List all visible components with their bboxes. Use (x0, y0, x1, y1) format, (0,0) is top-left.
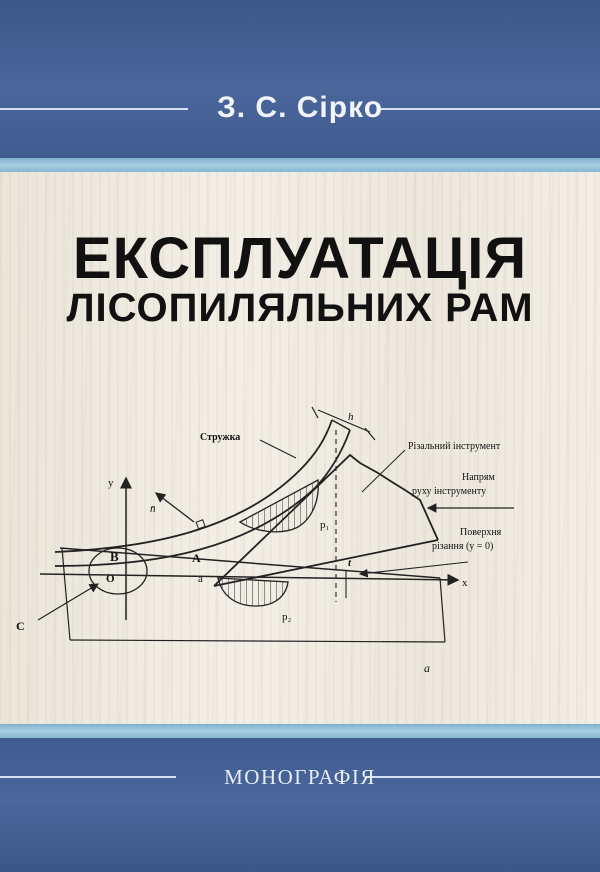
label-surface-2: різання (y = 0) (432, 541, 493, 552)
label-y-axis: y (108, 477, 114, 489)
pressure-diagram-p1 (238, 478, 319, 533)
top-light-stripe (0, 158, 600, 172)
workpiece (59, 547, 446, 643)
contact-zone-circle (88, 547, 148, 595)
cutting-diagram: Стружка Різальний інструмент Напрям руху… (16, 406, 514, 675)
label-direction-1: Напрям (462, 472, 495, 483)
bottom-band (0, 740, 600, 872)
author-row: З. С. Сірко (0, 88, 600, 128)
normal-vector (154, 492, 195, 523)
label-p2: p₂ (282, 611, 292, 623)
genre-rule-left (0, 776, 176, 778)
label-B: B (110, 549, 119, 564)
label-t: t (348, 557, 352, 569)
author-rule-left (0, 108, 188, 110)
label-chip: Стружка (200, 432, 240, 443)
author-rule-right (378, 108, 600, 110)
label-direction-2: руху інструменту (412, 486, 486, 497)
label-surface-1: Поверхня (460, 527, 502, 538)
label-tool: Різальний інструмент (408, 441, 501, 452)
book-title-line-2: ЛІСОПИЛЯЛЬНИХ РАМ (66, 286, 534, 330)
label-n-vector: n̄ (150, 503, 156, 515)
label-p1: p₁ (320, 519, 330, 531)
h-dimension (311, 406, 376, 441)
figure-letter: a (424, 661, 430, 675)
author-name: З. С. Сірко (216, 91, 384, 124)
label-h: h (348, 411, 354, 423)
top-band (0, 0, 600, 158)
label-x-axis: x (462, 577, 468, 589)
wood-panel (0, 172, 600, 724)
bottom-light-stripe (0, 724, 600, 738)
book-title-line-1: ЕКСПЛУАТАЦІЯ (72, 226, 528, 291)
label-C: C (16, 619, 25, 633)
genre-rule-right (366, 776, 600, 778)
genre-label: МОНОГРАФІЯ (224, 765, 376, 789)
label-O: O (106, 573, 115, 585)
pressure-diagram-p2 (217, 577, 289, 607)
cutting-tool (213, 453, 439, 587)
label-a-small: a (198, 573, 203, 585)
genre-row: МОНОГРАФІЯ (0, 762, 600, 792)
leader-lines (37, 439, 514, 621)
label-A: A (192, 551, 201, 565)
